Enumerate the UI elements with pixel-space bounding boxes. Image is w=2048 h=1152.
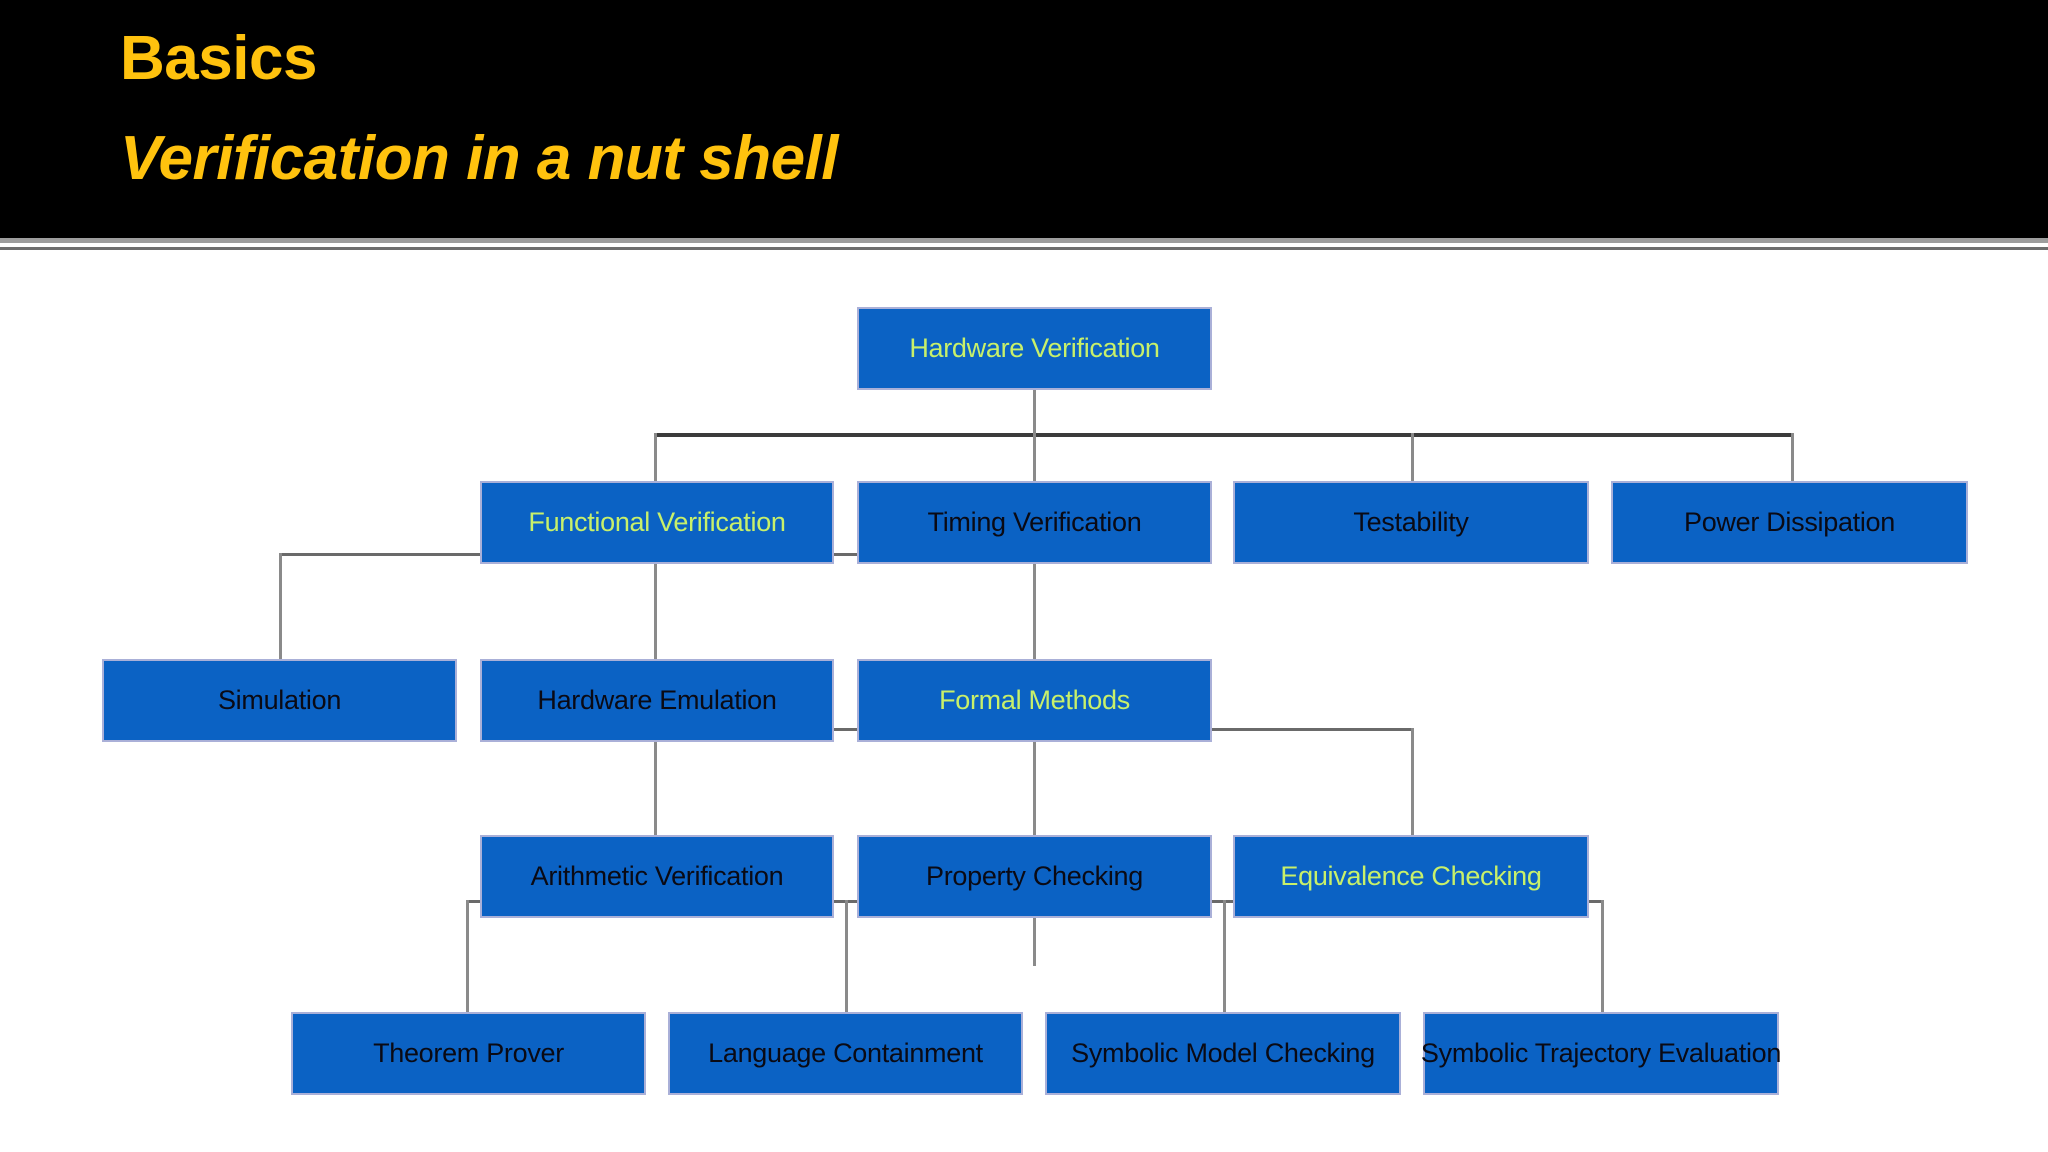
- node-functional-verification[interactable]: Functional Verification: [480, 481, 834, 564]
- connector-hv-down: [1033, 390, 1036, 465]
- node-hardware-verification[interactable]: Hardware Verification: [857, 307, 1212, 390]
- banner-divider-shadow: [0, 247, 2048, 250]
- node-timing-verification[interactable]: Timing Verification: [857, 481, 1212, 564]
- node-theorem-prover[interactable]: Theorem Prover: [291, 1012, 646, 1095]
- connector-to-theorem-prover: [466, 900, 469, 1020]
- page-title: Basics: [120, 24, 317, 93]
- slide-title-banner: Basics Verification in a nut shell: [0, 0, 2048, 238]
- connector-to-property-checking: [1033, 728, 1036, 848]
- connector-to-symbolic-model-checking: [1223, 900, 1226, 1020]
- node-symbolic-model-checking[interactable]: Symbolic Model Checking: [1045, 1012, 1401, 1095]
- node-power-dissipation[interactable]: Power Dissipation: [1611, 481, 1968, 564]
- node-arithmetic-verification[interactable]: Arithmetic Verification: [480, 835, 834, 918]
- node-equivalence-checking[interactable]: Equivalence Checking: [1233, 835, 1589, 918]
- page-subtitle: Verification in a nut shell: [120, 124, 839, 193]
- connector-to-language-containment: [845, 900, 848, 1020]
- node-simulation[interactable]: Simulation: [102, 659, 457, 742]
- connector-bus-level-1: [654, 433, 1794, 437]
- node-language-containment[interactable]: Language Containment: [668, 1012, 1023, 1095]
- hardware-verification-taxonomy-diagram: Hardware Verification Functional Verific…: [0, 250, 2048, 1152]
- connector-to-arithmetic-verification: [654, 728, 657, 848]
- connector-to-simulation: [279, 553, 282, 678]
- connector-to-symbolic-trajectory-evaluation: [1601, 900, 1604, 1020]
- node-testability[interactable]: Testability: [1233, 481, 1589, 564]
- connector-pc-down: [1033, 900, 1036, 966]
- node-hardware-emulation[interactable]: Hardware Emulation: [480, 659, 834, 742]
- node-formal-methods[interactable]: Formal Methods: [857, 659, 1212, 742]
- node-symbolic-trajectory-evaluation[interactable]: Symbolic Trajectory Evaluation: [1421, 1012, 1781, 1095]
- connector-to-equivalence-checking: [1411, 728, 1414, 848]
- connector-to-formal-methods: [1033, 553, 1036, 678]
- connector-to-hardware-emulation: [654, 553, 657, 678]
- banner-divider: [0, 238, 2048, 243]
- node-property-checking[interactable]: Property Checking: [857, 835, 1212, 918]
